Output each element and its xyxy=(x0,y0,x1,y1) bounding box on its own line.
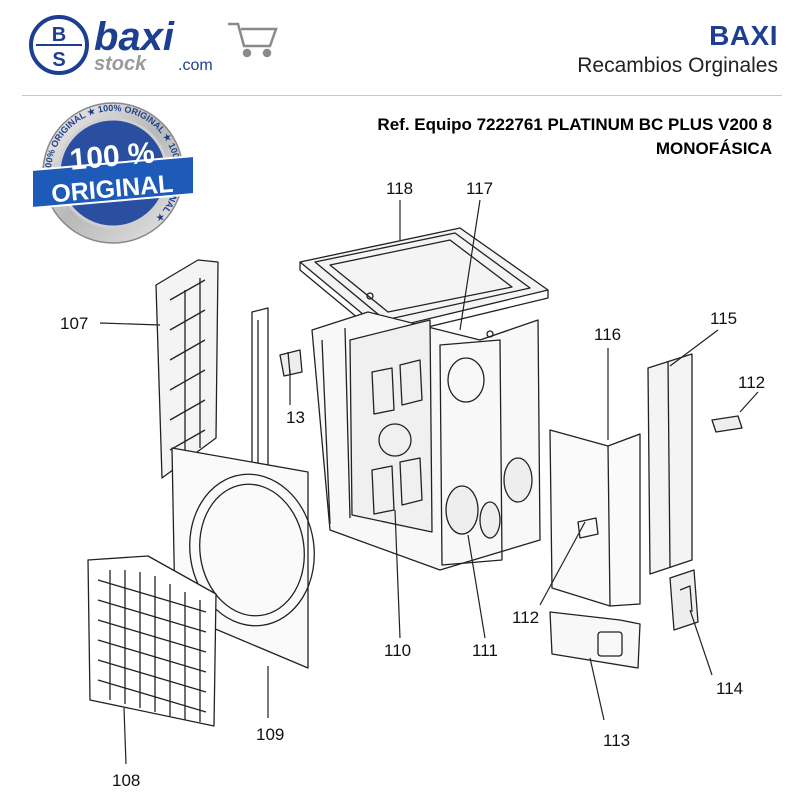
tagline: Recambios Orginales xyxy=(577,54,778,77)
part-rear-panel[interactable] xyxy=(647,353,693,575)
equipment-phase: MONOFÁSICA xyxy=(655,139,772,158)
part-number-108[interactable]: 108 xyxy=(112,771,140,790)
original-badge: 100% ORIGINAL ★ 100% ORIGINAL ★ 100% ORI… xyxy=(31,102,195,244)
part-clip-112-right[interactable] xyxy=(711,415,743,433)
part-number-117[interactable]: 117 xyxy=(466,179,493,198)
part-number-114[interactable]: 114 xyxy=(716,679,743,698)
logo-domain: .com xyxy=(178,57,213,74)
part-number-112-left[interactable]: 112 xyxy=(512,608,539,627)
part-side-guard[interactable] xyxy=(155,259,219,479)
logo-sub: stock xyxy=(94,53,147,75)
header-divider xyxy=(22,95,782,96)
part-number-115[interactable]: 115 xyxy=(710,309,737,328)
brand-name: BAXI xyxy=(709,20,778,51)
part-compressor[interactable] xyxy=(439,339,533,566)
part-divider-plate[interactable] xyxy=(349,319,433,533)
cart-icon xyxy=(228,22,278,58)
part-number-107[interactable]: 107 xyxy=(60,314,88,333)
logo-letter-s: S xyxy=(52,49,65,71)
baxistock-logo[interactable]: B S baxi stock .com xyxy=(28,14,288,76)
leader-lines xyxy=(99,199,759,765)
logo-word: baxi xyxy=(94,15,175,59)
part-number-116[interactable]: 116 xyxy=(594,325,621,344)
part-control-cover[interactable] xyxy=(549,611,641,669)
part-number-111[interactable]: 111 xyxy=(472,641,498,660)
equipment-ref: Ref. Equipo 7222761 PLATINUM BC PLUS V20… xyxy=(377,115,772,134)
part-numbers: 118 117 107 13 116 115 112 112 110 111 1… xyxy=(60,179,765,790)
part-fan-grille[interactable] xyxy=(87,555,217,727)
part-number-109[interactable]: 109 xyxy=(256,725,284,744)
part-number-112-right[interactable]: 112 xyxy=(738,373,765,392)
logo-letter-b: B xyxy=(52,24,66,46)
bolts xyxy=(366,292,494,338)
part-bracket-13[interactable] xyxy=(279,349,303,377)
part-side-rail[interactable] xyxy=(251,307,269,483)
part-number-110[interactable]: 110 xyxy=(384,641,411,660)
badge-ribbon xyxy=(31,154,195,210)
part-right-panel[interactable] xyxy=(549,429,641,607)
badge-percent: 100 % xyxy=(68,136,156,176)
part-number-118[interactable]: 118 xyxy=(386,179,413,198)
part-number-113[interactable]: 113 xyxy=(603,731,630,750)
part-top-cover[interactable] xyxy=(299,227,549,339)
part-corner-bracket[interactable] xyxy=(669,569,699,631)
part-number-13[interactable]: 13 xyxy=(286,408,305,427)
